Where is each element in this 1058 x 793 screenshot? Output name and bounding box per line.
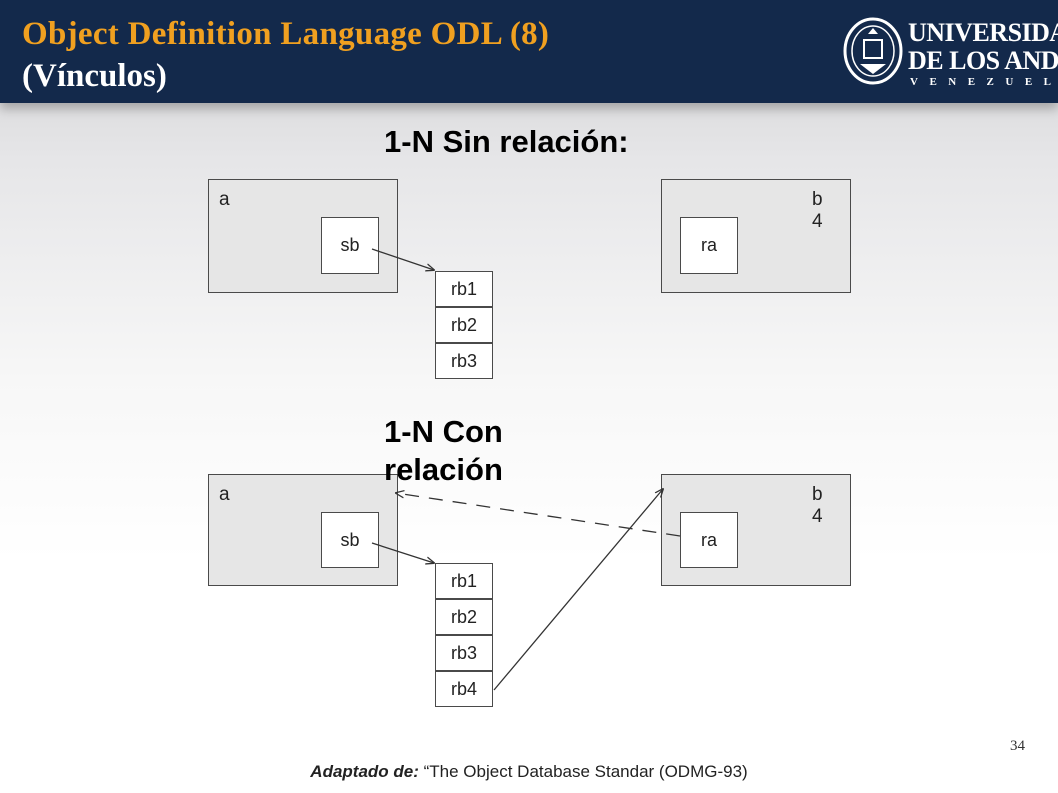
diagram1-object-a-label: a bbox=[219, 189, 230, 210]
university-seal-icon bbox=[843, 17, 903, 85]
slide-title: Object Definition Language ODL (8) bbox=[22, 16, 550, 52]
diagram1-collection-cell: rb1 bbox=[435, 271, 493, 307]
diagram1-object-b: b 4 ra bbox=[661, 179, 851, 293]
diagram2-object-b-sublabel: 4 bbox=[812, 506, 823, 527]
university-logo: UNIVERSIDAD DE LOS ANDES VENEZUELA bbox=[842, 14, 1058, 92]
diagram1-attribute-ra: ra bbox=[680, 217, 738, 274]
citation-lead: Adaptado de: bbox=[310, 762, 419, 781]
logo-text-line3: VENEZUELA bbox=[910, 76, 1058, 88]
page-number: 34 bbox=[1010, 738, 1025, 754]
diagram2-heading-line2: relación bbox=[384, 452, 503, 487]
diagram2-collection-cell: rb2 bbox=[435, 599, 493, 635]
source-citation: Adaptado de: “The Object Database Standa… bbox=[0, 762, 1058, 782]
diagram2-object-b-label: b bbox=[812, 484, 823, 505]
diagram1-sb-to-collection-arrow bbox=[371, 248, 434, 270]
diagram1-attribute-sb: sb bbox=[321, 217, 379, 274]
diagram1-object-b-label: b bbox=[812, 189, 823, 210]
logo-text-line1: UNIVERSIDAD bbox=[908, 18, 1058, 47]
diagram2-ra-to-a-dashed-arrow bbox=[396, 493, 681, 537]
citation-source: “The Object Database Standar (ODMG-93) bbox=[418, 762, 748, 781]
diagram1-object-a: a sb bbox=[208, 179, 398, 293]
diagram2-object-a: a sb bbox=[208, 474, 398, 586]
diagram2-sb-to-collection-arrow bbox=[371, 542, 434, 563]
diagram2-object-a-label: a bbox=[219, 484, 230, 505]
diagram1-object-b-sublabel: 4 bbox=[812, 211, 823, 232]
diagram2-collection-cell: rb1 bbox=[435, 563, 493, 599]
diagram1-collection-cell: rb2 bbox=[435, 307, 493, 343]
diagram2-rb4-to-b-arrow bbox=[493, 489, 663, 691]
diagram2-attribute-ra: ra bbox=[680, 512, 738, 568]
diagram1-collection-cell: rb3 bbox=[435, 343, 493, 379]
diagram2-collection-cell: rb3 bbox=[435, 635, 493, 671]
diagram1-heading: 1-N Sin relación: bbox=[384, 124, 629, 159]
diagram2-attribute-sb: sb bbox=[321, 512, 379, 568]
diagram2-object-b: b 4 ra bbox=[661, 474, 851, 586]
diagram2-heading-line1: 1-N Con bbox=[384, 414, 503, 449]
logo-text-line2: DE LOS ANDES bbox=[908, 46, 1058, 75]
header-bar: Object Definition Language ODL (8) (Vínc… bbox=[0, 0, 1058, 103]
diagram2-collection-cell: rb4 bbox=[435, 671, 493, 707]
slide-subtitle: (Vínculos) bbox=[22, 58, 167, 94]
